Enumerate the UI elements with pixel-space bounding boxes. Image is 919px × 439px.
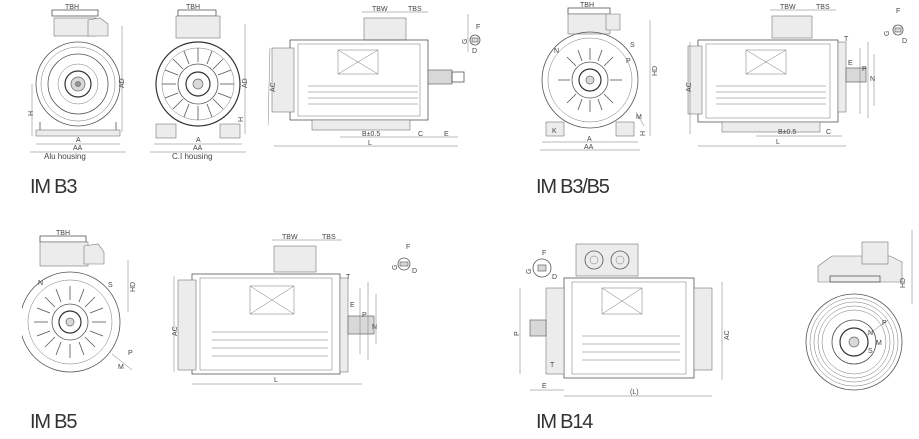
b14-side-svg xyxy=(519,243,723,397)
b3b5-side-view: TBW TBS AC T E P N B±0.5 C L F G D xyxy=(686,2,916,154)
b3b5-side-svg xyxy=(687,9,904,147)
dim-L: L xyxy=(274,377,278,384)
dim-AD: AD xyxy=(242,78,249,88)
dim-TBH: TBH xyxy=(186,4,200,11)
dim-N: N xyxy=(38,280,44,287)
caption-im-b5: IM B5 xyxy=(30,411,77,433)
dim-AC: AC xyxy=(724,330,731,340)
dim-N: N xyxy=(868,330,874,337)
dim-P: P xyxy=(362,312,367,319)
b3-ci-front-svg xyxy=(150,9,246,153)
dim-AA: AA xyxy=(73,145,83,152)
dim-F: F xyxy=(406,244,411,251)
dim-TBS: TBS xyxy=(816,4,830,11)
b3-ci-front-view: TBH AD H A AA xyxy=(150,4,250,156)
dim-M: M xyxy=(118,364,124,371)
dim-H: H xyxy=(28,110,35,116)
dim-P: P xyxy=(626,58,631,65)
b3-alu-front-svg xyxy=(30,9,126,153)
b5-side-svg xyxy=(173,239,411,385)
b3-side-view: TBW TBS AC B±0.5 C E L F G D xyxy=(268,4,492,154)
dim-M: M xyxy=(636,114,642,121)
dim-N: N xyxy=(870,76,876,83)
b3b5-front-svg xyxy=(540,7,651,151)
dim-G: G xyxy=(462,38,469,44)
dim-F: F xyxy=(542,250,547,257)
housing-alu-label: Alu housing xyxy=(44,152,86,161)
dim-D: D xyxy=(412,268,418,275)
dim-TBW: TBW xyxy=(780,4,796,11)
dim-D: D xyxy=(552,274,558,281)
dim-F: F xyxy=(476,24,481,31)
dim-T: T xyxy=(550,362,555,369)
dim-C: C xyxy=(826,129,832,136)
dim-K: K xyxy=(552,128,557,135)
b5-front-view: TBH HD S N P M xyxy=(22,230,146,390)
dim-D: D xyxy=(472,48,478,55)
dim-P: P xyxy=(882,320,887,327)
dim-E: E xyxy=(848,60,853,67)
dim-AC: AC xyxy=(270,82,277,92)
dim-T: T xyxy=(346,274,351,281)
dim-TBS: TBS xyxy=(322,234,336,241)
dim-AC: AC xyxy=(686,82,693,92)
dim-N: N xyxy=(372,324,378,331)
dim-P: P xyxy=(514,331,521,336)
dim-E: E xyxy=(350,302,355,309)
dim-H: H xyxy=(640,130,647,136)
dim-AA: AA xyxy=(584,144,594,151)
dim-B: B±0.5 xyxy=(362,131,381,138)
dim-HD: HD xyxy=(652,65,659,76)
dim-P: P xyxy=(128,350,133,357)
dim-TBW: TBW xyxy=(282,234,298,241)
dim-TBH: TBH xyxy=(56,230,70,237)
dim-N: N xyxy=(554,48,560,55)
dim-L-paren: (L) xyxy=(630,389,639,396)
housing-ci-label: C.I housing xyxy=(172,152,213,161)
dim-C: C xyxy=(418,131,424,138)
dim-TBW: TBW xyxy=(372,6,388,13)
dim-S: S xyxy=(868,348,873,355)
dim-S: S xyxy=(108,282,113,289)
b5-side-view: TBW TBS AC T E P N L F G D xyxy=(172,232,430,392)
dim-AD: AD xyxy=(119,78,126,88)
dim-A: A xyxy=(587,136,592,143)
b3-side-svg xyxy=(268,11,481,147)
dim-H: H xyxy=(238,116,245,122)
b5-front-svg xyxy=(22,235,133,373)
dim-E: E xyxy=(444,131,449,138)
b14-front-svg xyxy=(805,230,913,391)
dim-B: B±0.5 xyxy=(778,129,797,136)
dim-M: M xyxy=(876,340,882,347)
dim-G: G xyxy=(526,268,533,274)
dim-P: P xyxy=(862,66,867,73)
dim-L: L xyxy=(776,139,780,146)
dim-A: A xyxy=(76,137,81,144)
dim-HD: HD xyxy=(900,277,907,288)
dim-TBH: TBH xyxy=(65,4,79,11)
dim-F: F xyxy=(896,8,901,15)
caption-im-b3: IM B3 xyxy=(30,176,77,198)
dim-TBH: TBH xyxy=(580,2,594,9)
dim-HD: HD xyxy=(130,281,137,292)
b3-alu-front-view: TBH AD H A AA xyxy=(28,4,128,156)
dim-S: S xyxy=(630,42,635,49)
b3b5-front-view: TBH HD N P S H M K A AA xyxy=(532,2,662,154)
dim-G: G xyxy=(392,264,399,270)
dim-G: G xyxy=(884,30,891,36)
dim-T: T xyxy=(844,36,849,43)
dim-A: A xyxy=(196,137,201,144)
caption-im-b3-b5: IM B3/B5 xyxy=(536,176,610,198)
dim-AC: AC xyxy=(172,326,179,336)
dim-E: E xyxy=(542,383,547,390)
b14-side-view: F G D P AC T E (L) xyxy=(512,232,734,404)
dim-L: L xyxy=(368,140,372,147)
caption-im-b14: IM B14 xyxy=(536,411,593,433)
dim-D: D xyxy=(902,38,908,45)
dim-TBS: TBS xyxy=(408,6,422,13)
dim-AA: AA xyxy=(193,145,203,152)
b14-front-view: HD N P M S xyxy=(796,222,916,392)
